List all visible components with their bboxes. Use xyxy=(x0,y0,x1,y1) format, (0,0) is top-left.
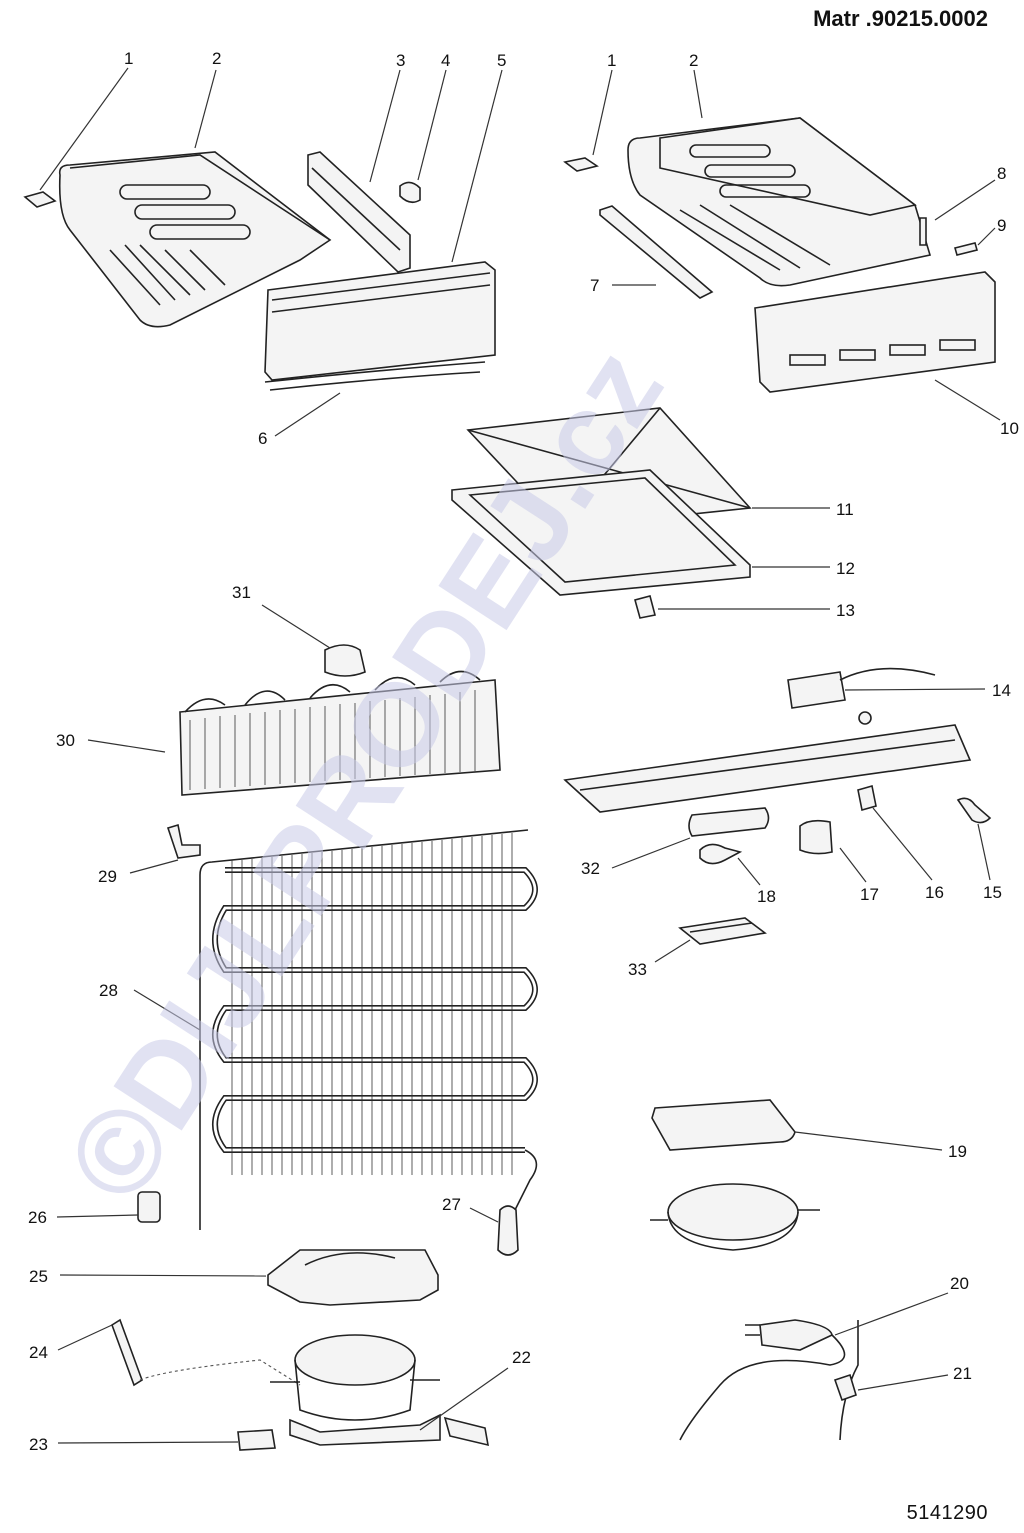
part-label: 20 xyxy=(950,1274,969,1293)
part-label: 1 xyxy=(607,51,616,70)
page-title: Matr .90215.0002 xyxy=(813,6,988,31)
part-label: 33 xyxy=(628,960,647,979)
part-label: 18 xyxy=(757,887,776,906)
part-label: 15 xyxy=(983,883,1002,902)
electrical-group xyxy=(563,667,992,945)
part-label: 9 xyxy=(997,216,1006,235)
compressor-group xyxy=(111,1099,859,1451)
condenser-coil xyxy=(166,823,538,1230)
part-label: 17 xyxy=(860,885,879,904)
part-label: 4 xyxy=(441,51,450,70)
part-label: 27 xyxy=(442,1195,461,1214)
part-label: 22 xyxy=(512,1348,531,1367)
part-label: 3 xyxy=(396,51,405,70)
part-label: 12 xyxy=(836,559,855,578)
part-label: 19 xyxy=(948,1142,967,1161)
part-label: 29 xyxy=(98,867,117,886)
part-label: 25 xyxy=(29,1267,48,1286)
part-label: 28 xyxy=(99,981,118,1000)
tray-assembly xyxy=(451,407,752,619)
part-label: 13 xyxy=(836,601,855,620)
part-label: 24 xyxy=(29,1343,48,1362)
document-number: 5141290 xyxy=(906,1502,988,1524)
part-label: 16 xyxy=(925,883,944,902)
part-label: 8 xyxy=(997,164,1006,183)
leader-lines xyxy=(39,67,1001,1444)
part-label: 14 xyxy=(992,681,1011,700)
part-label: 2 xyxy=(689,51,698,70)
part-label: 10 xyxy=(1000,419,1019,438)
freezer-assembly-right xyxy=(563,117,996,393)
condenser-upper xyxy=(179,644,501,796)
part-label: 30 xyxy=(56,731,75,750)
part-label: 11 xyxy=(836,500,854,519)
part-label: 32 xyxy=(581,859,600,878)
part-label: 21 xyxy=(953,1364,972,1383)
part-label: 5 xyxy=(497,51,506,70)
part-label: 7 xyxy=(590,276,599,295)
part-label: 31 xyxy=(232,583,251,602)
part-labels: 1 2 3 4 5 6 1 2 7 8 9 10 11 12 13 14 30 … xyxy=(28,49,1019,1454)
freezer-assembly-left xyxy=(23,151,496,391)
part-label: 2 xyxy=(212,49,221,68)
part-label: 26 xyxy=(28,1208,47,1227)
part-label: 23 xyxy=(29,1435,48,1454)
part-label: 1 xyxy=(124,49,133,68)
part-label: 6 xyxy=(258,429,267,448)
